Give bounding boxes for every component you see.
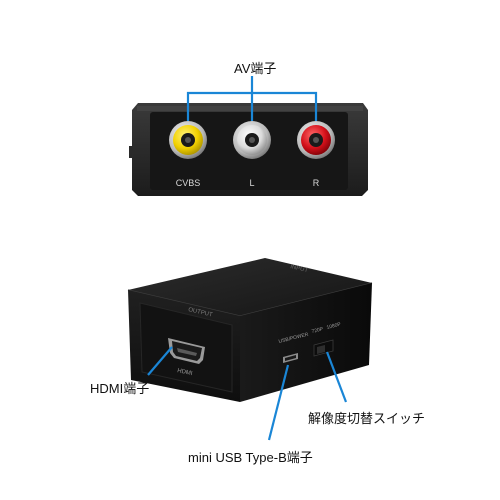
hdmi-print: HDMI (177, 368, 194, 377)
bottom-leader-lines (147, 346, 348, 441)
hdmi-port (168, 338, 205, 364)
cvbs-jack (169, 121, 207, 159)
mini-usb-port (283, 353, 298, 363)
r-print: R (313, 178, 320, 188)
hdmi-output-view: OUTPUT HDMI INPUT USB/POWER 720P 1080P (127, 258, 373, 402)
output-print: OUTPUT (188, 307, 214, 318)
l-jack (233, 121, 271, 159)
av-leader-lines (186, 76, 318, 121)
av-terminal-label: AV端子 (234, 61, 277, 76)
l-print: L (249, 178, 254, 188)
hdmi-terminal-label: HDMI端子 (90, 381, 150, 396)
res-1080p-print: 1080P (326, 321, 342, 330)
resolution-switch-label: 解像度切替スイッチ (308, 411, 426, 426)
mini-usb-terminal-label: mini USB Type-B端子 (188, 450, 313, 465)
r-jack (297, 121, 335, 159)
av-side-view: CVBS L R (129, 103, 368, 196)
input-print: INPUT (290, 264, 309, 274)
res-720p-print: 720P (311, 326, 324, 335)
resolution-switch (313, 339, 334, 357)
cvbs-print: CVBS (176, 178, 201, 188)
